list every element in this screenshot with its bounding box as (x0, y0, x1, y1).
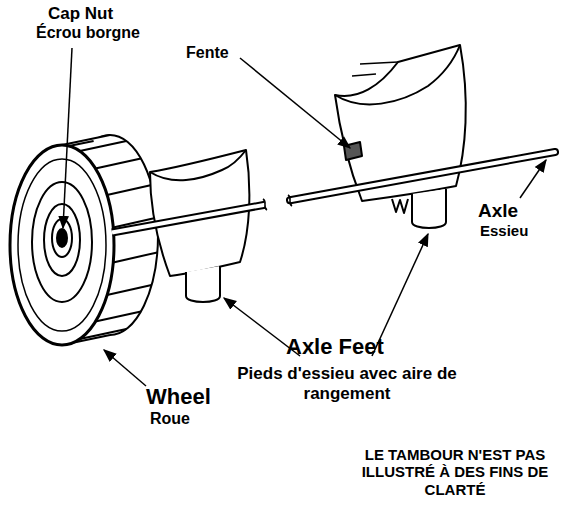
cap-nut-center (57, 229, 67, 247)
part-label: Essieu (480, 222, 528, 239)
axle-foot-left-post (186, 266, 220, 302)
axle-rod (112, 152, 555, 233)
wheel-hub-ring (32, 182, 92, 302)
leader-lines (63, 48, 546, 386)
axle-foot-teeth (392, 199, 408, 213)
axle-foot-right-post (412, 189, 446, 228)
wheel-face (10, 145, 114, 345)
axle-foot-left-lip (150, 150, 246, 180)
wheel-hub (44, 204, 80, 276)
part-label: Axle (478, 200, 518, 222)
note-text: LE TAMBOUR N'EST PAS ILLUSTRÉ À DES FINS… (352, 446, 558, 498)
part-label: Pieds d'essieu avec aire de rangement (222, 364, 472, 403)
axle-foot-right-lip (335, 45, 460, 104)
leader-wheel (104, 350, 146, 386)
leader-slot (240, 58, 350, 148)
part-label: Écrou borgne (36, 24, 140, 42)
part-label: Roue (150, 410, 190, 428)
part-label: Wheel (146, 384, 211, 409)
cap-nut (52, 219, 72, 257)
leader-axle (520, 160, 546, 198)
leader-cap-nut (63, 48, 72, 228)
wheel-rim-ring (18, 159, 106, 331)
axle-foot-right-detail (352, 62, 398, 76)
part-label: Fente (186, 44, 229, 62)
part-label: Axle Feet (286, 334, 384, 359)
part-label: Cap Nut (48, 4, 113, 24)
